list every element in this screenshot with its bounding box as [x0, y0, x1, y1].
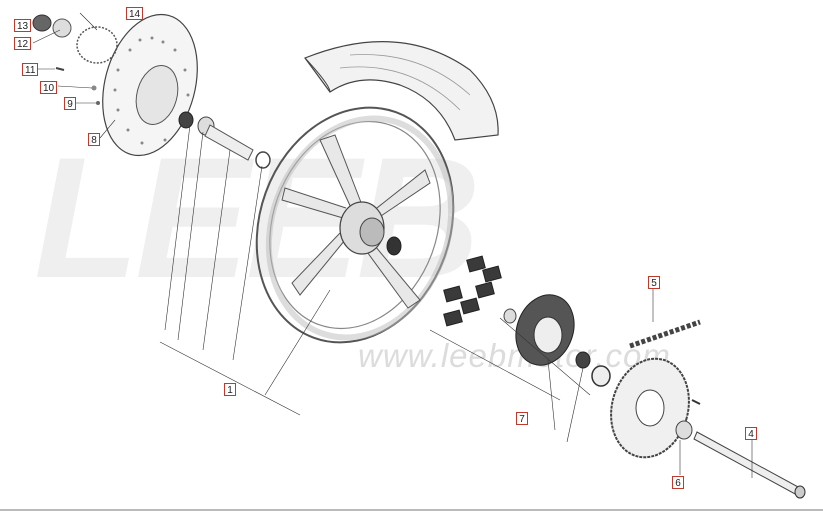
sprocket-bolt — [691, 399, 701, 405]
small-washer-part — [91, 85, 97, 91]
callout-7: 7 — [516, 412, 528, 425]
spacer-tube — [204, 124, 254, 161]
abs-tone-ring — [76, 26, 118, 64]
sprocket-bearing — [503, 308, 517, 324]
chain-part — [629, 319, 701, 349]
brake-disc — [102, 13, 198, 157]
carrier-seal — [591, 365, 611, 387]
callout-11: 11 — [22, 63, 39, 76]
callout-6: 6 — [672, 476, 684, 489]
washer-part — [52, 18, 72, 38]
rear-axle — [693, 431, 801, 496]
watermark-url: www.leebmotor.com — [358, 337, 671, 374]
callout-8: 8 — [88, 133, 100, 146]
axle-washer — [675, 420, 693, 440]
bearing-left — [178, 111, 194, 129]
axle-head — [794, 485, 806, 499]
small-screw-part — [96, 101, 100, 105]
callout-10: 10 — [40, 81, 58, 94]
spacer-washer — [255, 151, 271, 169]
leader-lines — [32, 12, 753, 478]
callout-13: 13 — [14, 19, 32, 32]
callout-4: 4 — [745, 427, 757, 440]
callout-9: 9 — [64, 97, 76, 110]
callout-5: 5 — [648, 276, 660, 289]
tire — [304, 40, 499, 141]
cush-drive-rubbers — [443, 255, 502, 327]
bolt-part — [55, 67, 65, 71]
callout-1: 1 — [224, 383, 236, 396]
sprocket-carrier — [515, 294, 575, 366]
wheel-rim — [255, 106, 455, 344]
rear-sprocket — [610, 357, 690, 459]
callout-14: 14 — [126, 7, 144, 20]
carrier-bearing — [575, 351, 591, 369]
nut-part — [32, 14, 52, 32]
callout-12: 12 — [14, 37, 32, 50]
